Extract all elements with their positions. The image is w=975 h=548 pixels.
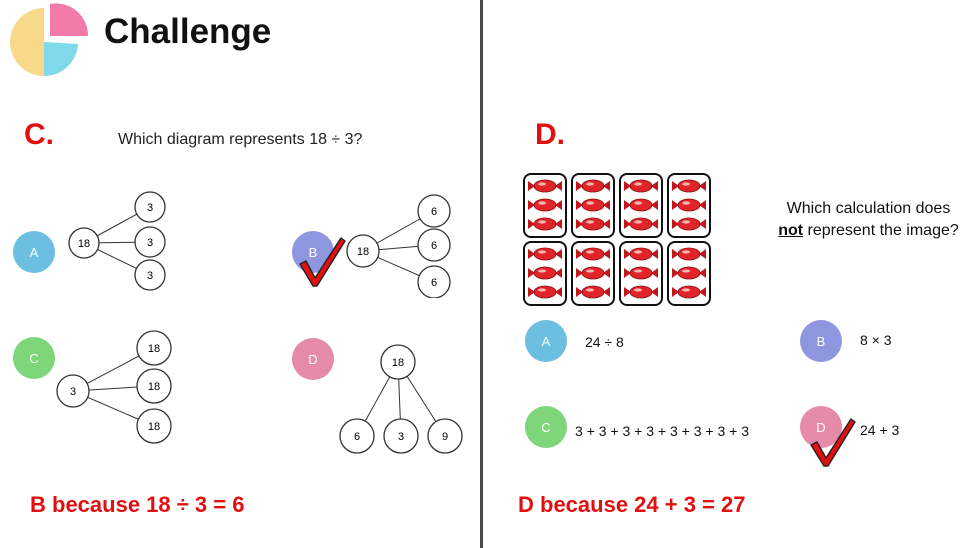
option-b-text[interactable]: 8 × 3 [860, 332, 892, 348]
sweet-icon [672, 198, 706, 212]
diagram-a-hub: 18 [78, 238, 90, 250]
diagram-c-leaf-2: 18 [148, 381, 160, 393]
sweets-grid-image [523, 173, 711, 306]
diagram-d-leaf-3: 9 [442, 431, 448, 443]
diagram-d[interactable]: 18 6 3 9 [330, 340, 470, 460]
sweet-icon [528, 247, 562, 261]
option-b-badge-d[interactable]: B [800, 320, 842, 362]
sweet-icon [576, 285, 610, 299]
sweet-icon [672, 285, 706, 299]
section-label-c: C. [24, 118, 54, 151]
sweet-icon [528, 179, 562, 193]
sweet-icon [672, 266, 706, 280]
checkmark-icon [810, 418, 856, 467]
diagram-b-leaf-3: 6 [431, 277, 437, 289]
diagram-b-leaf-1: 6 [431, 206, 437, 218]
diagram-d-hub: 18 [392, 357, 404, 369]
pie-chart-logo-icon [10, 3, 89, 77]
checkmark-icon [299, 237, 346, 287]
option-c-text[interactable]: 3 + 3 + 3 + 3 + 3 + 3 + 3 + 3 [575, 423, 749, 439]
question-d: Which calculation does not represent the… [776, 198, 961, 242]
sweet-icon [672, 217, 706, 231]
section-divider [480, 0, 483, 548]
diagram-c[interactable]: 3 18 18 18 [55, 328, 180, 448]
sweet-icon [576, 217, 610, 231]
sweet-icon [624, 217, 658, 231]
option-c-badge-d[interactable]: C [525, 406, 567, 448]
option-d-badge[interactable]: D [292, 338, 334, 380]
option-d-text[interactable]: 24 + 3 [860, 422, 900, 438]
page-title: Challenge [104, 12, 272, 51]
diagram-b[interactable]: 18 6 6 6 [340, 188, 465, 298]
sweet-icon [528, 217, 562, 231]
sweet-icon [624, 179, 658, 193]
question-d-part1: Which calculation does [786, 200, 951, 217]
diagram-d-leaf-2: 3 [398, 431, 404, 443]
sweet-icon [624, 285, 658, 299]
section-label-d: D. [535, 118, 565, 151]
diagram-d-leaf-1: 6 [354, 431, 360, 443]
sweet-icon [624, 198, 658, 212]
sweet-icon [672, 247, 706, 261]
sweet-icon [528, 266, 562, 280]
answer-d: D because 24 + 3 = 27 [518, 492, 746, 517]
diagram-c-leaf-3: 18 [148, 421, 160, 433]
diagram-a[interactable]: 18 3 3 3 [60, 185, 180, 295]
answer-c: B because 18 ÷ 3 = 6 [30, 492, 245, 517]
question-d-emphasis: not [778, 222, 804, 239]
diagram-c-hub: 3 [70, 386, 76, 398]
option-a-text[interactable]: 24 ÷ 8 [585, 334, 624, 350]
sweet-icon [576, 179, 610, 193]
option-c-badge[interactable]: C [13, 337, 55, 379]
option-d-badge-d[interactable]: D [800, 406, 842, 448]
diagram-a-leaf-1: 3 [147, 202, 153, 214]
diagram-a-leaf-3: 3 [147, 270, 153, 282]
diagram-b-hub: 18 [357, 246, 369, 258]
option-a-badge[interactable]: A [13, 231, 55, 273]
sweet-icon [576, 198, 610, 212]
sweet-icon [576, 247, 610, 261]
question-c: Which diagram represents 18 ÷ 3? [118, 131, 363, 148]
diagram-a-leaf-2: 3 [147, 237, 153, 249]
diagram-b-leaf-2: 6 [431, 240, 437, 252]
question-d-part2: represent the image? [803, 222, 959, 239]
sweet-icon [624, 247, 658, 261]
diagram-c-leaf-1: 18 [148, 343, 160, 355]
sweet-icon [672, 179, 706, 193]
option-a-badge-d[interactable]: A [525, 320, 567, 362]
sweet-icon [528, 285, 562, 299]
sweet-icon [624, 266, 658, 280]
sweet-icon [576, 266, 610, 280]
sweet-icon [528, 198, 562, 212]
